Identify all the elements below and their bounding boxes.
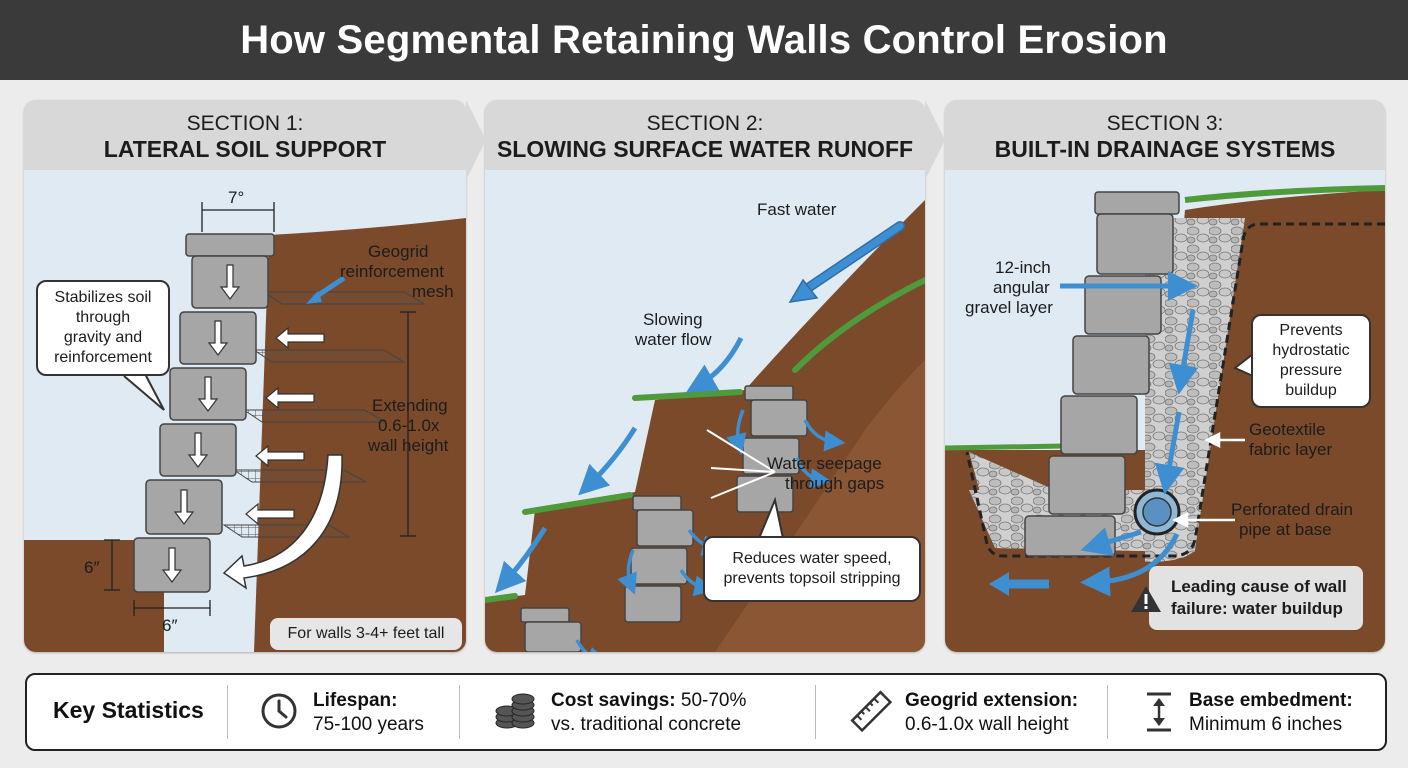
callout-line: Stabilizes soil	[54, 289, 152, 306]
stat-cost-savings: Cost savings: 50-70% vs. traditional con…	[551, 689, 746, 737]
callout-line: gravity and	[63, 329, 143, 346]
stat-value: 0.6-1.0x wall height	[905, 714, 1069, 735]
section-1-illustration	[24, 170, 466, 652]
seepage-pointers	[706, 429, 776, 499]
clock-icon	[261, 693, 297, 729]
gravity-arrows	[161, 264, 241, 583]
section-1-header: SECTION 1: LATERAL SOIL SUPPORT	[24, 100, 466, 170]
drain-pipe	[1133, 488, 1181, 536]
section-3-header: SECTION 3: BUILT-IN DRAINAGE SYSTEMS	[945, 100, 1385, 170]
divider	[815, 685, 816, 739]
gravel-label-1: 12-inch	[995, 258, 1051, 277]
stat-value: Minimum 6 inches	[1189, 714, 1343, 735]
coins-icon	[495, 693, 535, 729]
embedment-dimension	[104, 539, 211, 616]
section-2-title: SLOWING SURFACE WATER RUNOFF	[496, 136, 914, 162]
failure-warning: Leading cause of wall failure: water bui…	[1131, 566, 1363, 630]
section-2-number: SECTION 2:	[646, 112, 764, 135]
geogrid-label-1: Geogrid	[368, 242, 429, 261]
chevron-right-icon	[466, 100, 486, 180]
stat-label: Geogrid extension:	[905, 690, 1079, 711]
callout-line: buildup	[1285, 382, 1337, 399]
wall-height-note: For walls 3-4+ feet tall	[270, 618, 462, 650]
soil-pressure-arrows	[245, 326, 325, 526]
key-statistics-heading: Key Statistics	[53, 697, 204, 723]
section-3-title: BUILT-IN DRAINAGE SYSTEMS	[994, 136, 1336, 162]
stat-base-embedment: Base embedment: Minimum 6 inches	[1189, 689, 1353, 737]
gravel-label-2: angular	[993, 278, 1050, 297]
curved-force-arrow	[222, 454, 343, 590]
angle-label: 7°	[228, 188, 245, 207]
section-3-illustration	[945, 170, 1385, 652]
callout-line: pressure	[1279, 362, 1343, 379]
reduces-speed-callout: Reduces water speed, prevents topsoil st…	[703, 536, 921, 602]
section-1-title: LATERAL SOIL SUPPORT	[103, 136, 387, 162]
geotextile-fabric	[965, 222, 1385, 558]
key-statistics-bar: Key Statistics Lifespan: 75-100 years Co…	[25, 673, 1387, 751]
width-label: 6″	[162, 616, 178, 635]
geotextile-label-2: fabric layer	[1249, 440, 1333, 459]
callout-line: hydrostatic	[1272, 342, 1350, 359]
drainage-arrows	[1060, 271, 1199, 597]
stat-label: Base embedment:	[1189, 690, 1353, 711]
section-1-panel: SECTION 1: LATERAL SOIL SUPPORT 7° Geogr…	[24, 100, 466, 652]
grass-strips	[485, 277, 925, 603]
divider	[1107, 685, 1108, 739]
geogrid-label-3: mesh	[412, 282, 454, 301]
stat-label: Cost savings:	[551, 690, 676, 711]
callout-line: Prevents	[1279, 322, 1343, 339]
batter-angle-dimension	[201, 202, 275, 232]
stat-value: 75-100 years	[313, 714, 424, 735]
geotextile-label-1: Geotextile	[1249, 420, 1326, 439]
slowing-water-arrows	[494, 336, 744, 594]
section-2-panel: SECTION 2: SLOWING SURFACE WATER RUNOFF …	[485, 100, 925, 652]
seepage-label-2: through gaps	[785, 474, 885, 493]
slowing-label-1: Slowing	[643, 310, 703, 329]
warning-line: failure: water buildup	[1171, 599, 1343, 618]
pipe-label-2: pipe at base	[1239, 520, 1332, 539]
wall-blocks	[520, 385, 808, 652]
section-3-panel: SECTION 3: BUILT-IN DRAINAGE SYSTEMS 12-…	[945, 100, 1385, 652]
fast-water-label: Fast water	[757, 200, 837, 219]
extent-dimension	[400, 311, 416, 537]
extending-label-3: wall height	[368, 436, 449, 455]
gravel-label-3: gravel layer	[965, 298, 1053, 317]
callout-line: through	[75, 309, 131, 326]
seepage-label-1: Water seepage	[767, 454, 882, 473]
depth-label: 6″	[84, 558, 100, 577]
stat-lifespan: Lifespan: 75-100 years	[313, 689, 424, 737]
warning-icon	[1131, 586, 1161, 612]
section-2-header: SECTION 2: SLOWING SURFACE WATER RUNOFF	[485, 100, 925, 170]
section-1-number: SECTION 1:	[186, 112, 304, 135]
extending-label-1: Extending	[372, 396, 448, 415]
slowing-label-2: water flow	[635, 330, 712, 349]
chevron-right-icon	[925, 100, 945, 180]
stat-label: Lifespan:	[313, 690, 398, 711]
callout-line: reinforcement	[54, 349, 152, 366]
stat-value: vs. traditional concrete	[551, 714, 742, 735]
wall-blocks	[1024, 191, 1180, 557]
depth-icon	[1147, 692, 1171, 732]
geogrid-mesh	[222, 291, 426, 538]
warning-line: Leading cause of wall	[1171, 577, 1347, 596]
stabilizes-callout: Stabilizes soil through gravity and rein…	[36, 280, 170, 376]
label-pointers	[1172, 431, 1245, 529]
pipe-label-1: Perforated drain	[1231, 500, 1353, 519]
stat-geogrid-extension: Geogrid extension: 0.6-1.0x wall height	[905, 689, 1078, 737]
hydrostatic-callout: Prevents hydrostatic pressure buildup	[1251, 314, 1371, 408]
stat-inline-value: 50-70%	[675, 690, 747, 711]
callout-line: Reduces water speed,	[732, 550, 892, 567]
geogrid-label-2: reinforcement	[340, 262, 444, 281]
extending-label-2: 0.6-1.0x	[378, 416, 440, 435]
section-3-number: SECTION 3:	[1106, 112, 1224, 135]
divider	[459, 685, 460, 739]
callout-line: prevents topsoil stripping	[723, 570, 901, 587]
ruler-icon	[850, 690, 893, 733]
page-title: How Segmental Retaining Walls Control Er…	[0, 0, 1408, 80]
divider	[227, 685, 228, 739]
